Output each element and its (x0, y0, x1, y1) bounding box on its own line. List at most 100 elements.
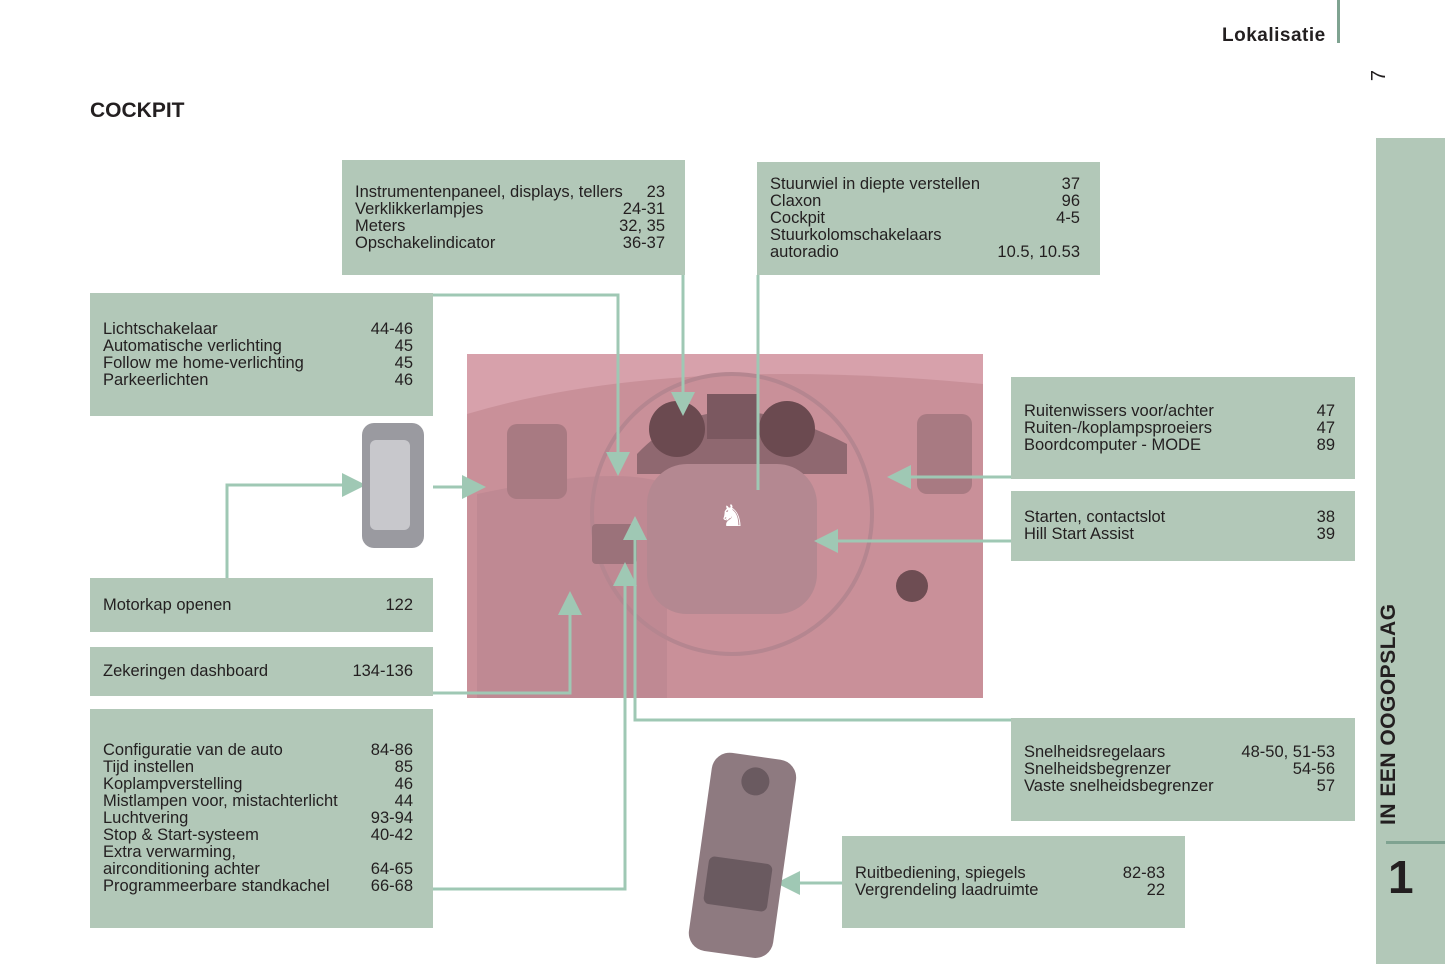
index-row: Meters 32, 35 (355, 216, 665, 235)
index-row: Follow me home-verlichting 45 (103, 353, 413, 372)
page-reference: 64-65 (370, 860, 413, 878)
page-reference: 96 (1061, 192, 1080, 210)
header-divider (1337, 0, 1340, 43)
page-reference: 23 (646, 182, 665, 201)
index-label: Follow me home-verlichting (103, 353, 304, 372)
index-row: Opschakelindicator 36-37 (355, 233, 665, 252)
index-row: autoradio 10.5, 10.53 (770, 244, 1080, 261)
index-label: Verklikkerlampjes (355, 199, 484, 218)
index-label: Zekeringen dashboard (103, 662, 269, 680)
index-row: Verklikkerlampjes 24-31 (355, 199, 665, 218)
page-reference: 4-5 (1056, 209, 1080, 227)
index-label: Programmeerbare standkachel (103, 877, 330, 895)
page-reference: 24-31 (622, 199, 665, 218)
page-reference: 39 (1316, 525, 1335, 543)
page-reference: 84-86 (370, 741, 413, 759)
index-label: Cockpit (770, 209, 826, 227)
chapter-tab-divider (1386, 841, 1445, 844)
page-reference: 82-83 (1122, 864, 1165, 882)
index-label: Vergrendeling laadruimte (855, 881, 1039, 899)
index-row: Lichtschakelaar 44-46 (103, 319, 413, 338)
index-row: Extra verwarming, (103, 844, 413, 861)
page-reference: 22 (1146, 881, 1165, 899)
index-label: Tijd instellen (103, 758, 195, 776)
index-label: Vaste snelheidsbegrenzer (1024, 777, 1214, 795)
window-switch-illustration (688, 752, 797, 958)
index-label: Snelheidsbegrenzer (1024, 760, 1171, 778)
index-label: Ruitbediening, spiegels (855, 864, 1026, 882)
page-reference: 32, 35 (619, 216, 665, 235)
page-reference: 37 (1061, 175, 1080, 193)
page-reference: 44 (394, 792, 413, 810)
index-label: Stop & Start-systeem (103, 826, 259, 844)
page-reference: 48-50, 51-53 (1241, 743, 1335, 761)
page-reference: 46 (394, 775, 413, 793)
index-label: Lichtschakelaar (103, 319, 218, 338)
index-label: airconditioning achter (103, 860, 260, 878)
index-label: Boordcomputer - MODE (1024, 435, 1201, 454)
index-label: Meters (355, 216, 406, 235)
page-reference: 93-94 (370, 809, 413, 827)
chapter-tab (1376, 138, 1445, 964)
index-label: Starten, contactslot (1024, 508, 1166, 526)
page-reference: 38 (1316, 508, 1335, 526)
index-label: Ruitenwissers voor/achter (1024, 401, 1214, 420)
index-row: Configuratie van de auto 84-86 (103, 742, 413, 759)
index-row: Starten, contactslot 38 (1024, 509, 1335, 526)
index-label: Instrumentenpaneel, displays, tellers (355, 182, 623, 201)
page-reference: 44-46 (370, 319, 413, 338)
page-reference: 36-37 (622, 233, 665, 252)
index-label: Mistlampen voor, mistachterlicht (103, 792, 338, 810)
index-label: Luchtvering (103, 809, 189, 827)
index-label: Opschakelindicator (355, 233, 496, 252)
page-reference: 10.5, 10.53 (997, 243, 1080, 261)
index-label: Parkeerlichten (103, 370, 209, 389)
dashboard-illustration: ♞ (467, 354, 983, 698)
index-row: Programmeerbare standkachel 66-68 (103, 878, 413, 895)
index-row: Luchtvering 93-94 (103, 810, 413, 827)
index-label: Extra verwarming, (103, 843, 236, 861)
page-reference: 66-68 (370, 877, 413, 895)
index-row: Hill Start Assist 39 (1024, 526, 1335, 543)
chapter-number: 1 (1388, 851, 1414, 903)
index-row: Stuurkolomschakelaars (770, 227, 1080, 244)
page-title: COCKPIT (90, 99, 185, 122)
index-label: Configuratie van de auto (103, 741, 283, 759)
index-label: Koplampverstelling (103, 775, 243, 793)
index-label: autoradio (770, 243, 839, 261)
index-row: Ruitbediening, spiegels 82-83 (855, 865, 1165, 882)
index-label: Automatische verlichting (103, 336, 282, 355)
page-reference: 54-56 (1292, 760, 1335, 778)
index-label: Hill Start Assist (1024, 525, 1135, 543)
bonnet-switch-illustration (362, 423, 424, 548)
index-row: Instrumentenpaneel, displays, tellers 23 (355, 182, 665, 201)
page-reference: 45 (394, 353, 413, 372)
index-row: airconditioning achter 64-65 (103, 861, 413, 878)
page-reference: 47 (1316, 418, 1335, 437)
index-row: Snelheidsbegrenzer 54-56 (1024, 761, 1335, 778)
index-label: Ruiten-/koplampsproeiers (1024, 418, 1213, 437)
